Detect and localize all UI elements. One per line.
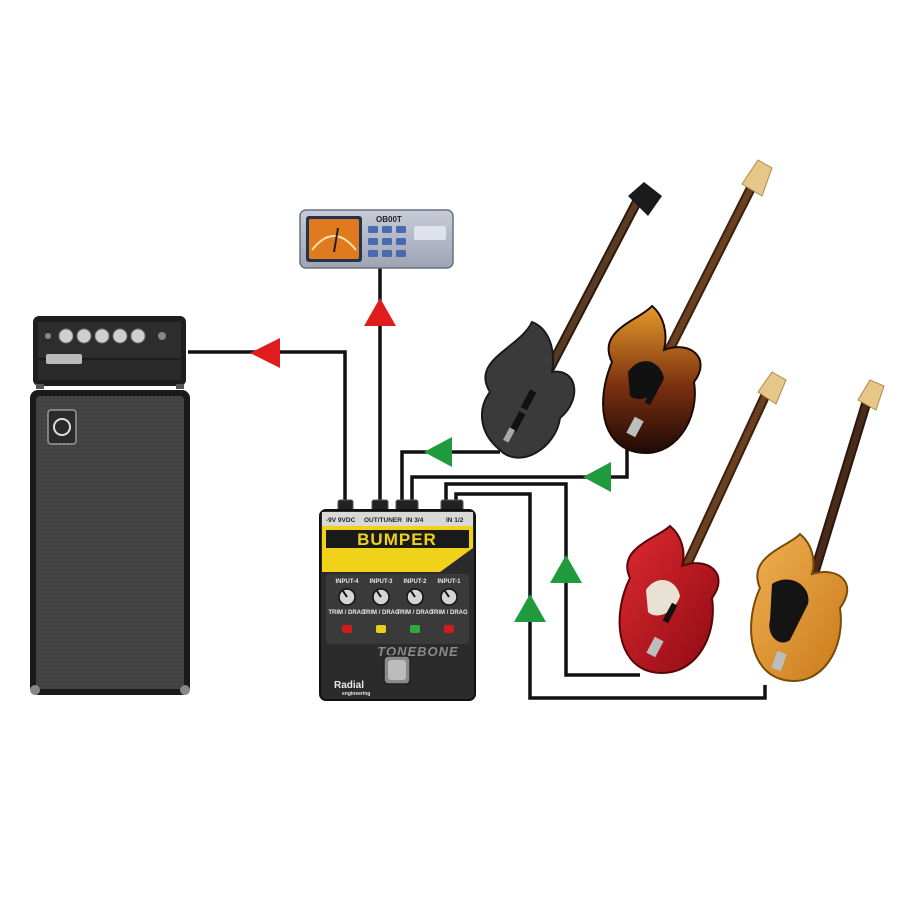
channel-input-label: INPUT-1 (437, 579, 461, 585)
channel-input-label: INPUT-2 (403, 579, 427, 585)
trim-label: TRIM / DRAG (328, 610, 366, 616)
bass-guitar-icon (618, 371, 787, 675)
arrow-in-bass-4 (514, 594, 546, 622)
bass-guitar-icon (480, 182, 662, 459)
cable-bass-4 (454, 492, 767, 700)
led-channel-1 (444, 625, 454, 633)
cable-bass-3 (444, 482, 640, 677)
arrow-out-amp (250, 338, 280, 368)
cable-bass-2 (410, 448, 629, 512)
pedal-brand: Radial (334, 680, 364, 691)
bumper-pedal: -9V 9VDC OUT/TUNER IN 3/4 IN 1/2 BUMPER … (319, 499, 476, 701)
footswitch-icon (383, 655, 411, 685)
signal-arrows (250, 298, 611, 622)
trim-label: TRIM / DRAG (430, 610, 468, 616)
arrow-in-bass-3 (550, 555, 582, 583)
cable-amp (188, 350, 347, 512)
pedal-title: BUMPER (357, 530, 437, 549)
channel-input-label: INPUT-3 (369, 579, 393, 585)
bass-guitar-icon (750, 379, 885, 683)
jack-label-out-tuner: OUT/TUNER (364, 517, 402, 524)
jack-label-power: -9V 9VDC (326, 517, 356, 524)
tuner-model-label: OB00T (376, 215, 402, 224)
channel-leds (342, 625, 454, 633)
channel-labels: INPUT-4 INPUT-3 INPUT-2 INPUT-1 (335, 579, 461, 585)
trim-label: TRIM / DRAG (362, 610, 400, 616)
jack-label-in-1-2: IN 1/2 (446, 517, 464, 524)
cable-bass-1 (400, 450, 500, 512)
tuner-icon: OB00T (299, 209, 454, 269)
bass-guitar-icon (602, 159, 773, 455)
jack-label-in-3-4: IN 3/4 (406, 517, 424, 524)
led-channel-4 (342, 625, 352, 633)
amp-head-icon (33, 316, 186, 389)
pedal-brand-sub: engineering (342, 691, 370, 697)
arrow-in-bass-2 (583, 462, 611, 492)
led-channel-2 (410, 625, 420, 633)
trim-label: TRIM / DRAG (396, 610, 434, 616)
channel-input-label: INPUT-4 (335, 579, 359, 585)
led-channel-3 (376, 625, 386, 633)
arrow-in-bass-1 (424, 437, 452, 467)
arrow-out-tuner (364, 298, 396, 326)
trim-labels: TRIM / DRAG TRIM / DRAG TRIM / DRAG TRIM… (328, 610, 468, 616)
speaker-cabinet-icon (30, 390, 190, 695)
